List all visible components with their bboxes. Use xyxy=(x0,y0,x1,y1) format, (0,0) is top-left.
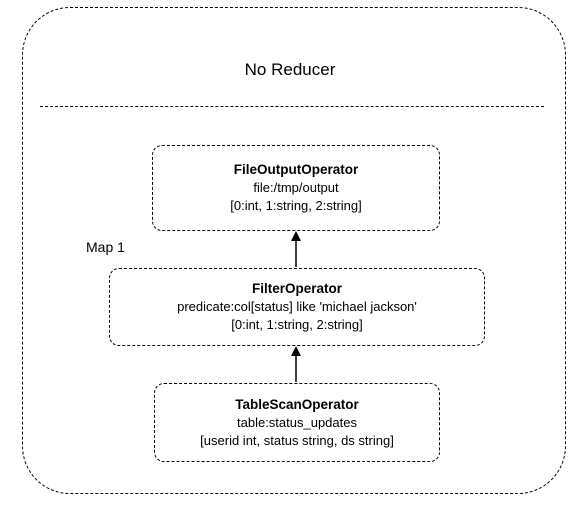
file-output-operator-schema: [0:int, 1:string, 2:string] xyxy=(230,198,362,213)
table-scan-operator-box: TableScanOperator table:status_updates [… xyxy=(154,383,440,462)
filter-operator-name: FilterOperator xyxy=(251,281,343,296)
map-label: Map 1 xyxy=(86,239,125,255)
file-output-operator-detail: file:/tmp/output xyxy=(253,180,339,195)
table-scan-operator-detail: table:status_updates xyxy=(237,414,357,430)
table-scan-operator-name: TableScanOperator xyxy=(235,396,359,412)
table-scan-operator-schema: [userid int, status string, ds string] xyxy=(200,432,394,448)
file-output-operator-name: FileOutputOperator xyxy=(233,162,359,177)
reducer-title: No Reducer xyxy=(244,60,336,79)
filter-operator-schema: [0:int, 1:string, 2:string] xyxy=(231,317,363,332)
file-output-operator-box: FileOutputOperator file:/tmp/output [0:i… xyxy=(152,145,440,231)
filter-operator-detail: predicate:col[status] like 'michael jack… xyxy=(177,299,417,314)
stage-divider xyxy=(40,106,544,107)
filter-operator-box: FilterOperator predicate:col[status] lik… xyxy=(109,268,485,346)
stage-container xyxy=(22,7,566,494)
